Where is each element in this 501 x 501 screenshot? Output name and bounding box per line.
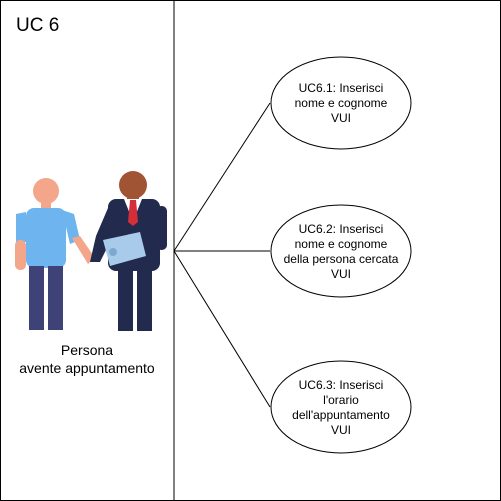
uc2-line-1: UC6.2: Inserisci	[298, 222, 384, 236]
actor-label-line-2: avente appuntamento	[19, 360, 155, 376]
casual-person-left-arm	[15, 240, 26, 270]
use-case-ellipse-uc3[interactable]	[270, 360, 412, 454]
business-person-right-leg	[137, 269, 152, 331]
association-line-uc1	[173, 102, 271, 252]
use-case-label-uc3: UC6.3: Inserisci l'orario dell'appuntame…	[271, 378, 411, 438]
diagram-title: UC 6	[16, 15, 60, 36]
uc2-line-3: della persona cercata	[283, 252, 399, 266]
business-person-tie	[128, 200, 138, 226]
uc1-line-2: nome e cognome	[294, 96, 388, 110]
use-case-label-uc2: UC6.2: Inserisci nome e cognome della pe…	[271, 222, 411, 282]
casual-person-neck	[41, 201, 51, 211]
uc3-line-4: VUI	[330, 423, 351, 437]
uc2-line-2: nome e cognome	[294, 237, 388, 251]
association-line-uc3	[173, 250, 271, 408]
casual-person-right-sleeve	[62, 210, 80, 244]
laptop-logo	[109, 248, 117, 256]
use-case-ellipse-uc1[interactable]	[270, 56, 412, 150]
casual-person-head	[33, 178, 59, 204]
uc3-line-2: l'orario	[323, 393, 359, 407]
uc2-line-4: VUI	[330, 267, 351, 281]
uc1-line-1: UC6.1: Inserisci	[298, 81, 384, 95]
people-handshake-icon	[15, 171, 167, 331]
use-case-ellipse-uc2[interactable]	[270, 204, 412, 298]
casual-person-left-leg	[29, 266, 44, 330]
business-person-left-leg	[118, 269, 133, 331]
laptop-icon	[103, 232, 146, 266]
casual-person-right-leg	[48, 266, 63, 330]
use-case-label-uc1: UC6.1: Inserisci nome e cognome VUI	[271, 81, 411, 126]
actor-label-line-1: Persona	[60, 342, 114, 358]
casual-person-left-sleeve	[16, 212, 26, 242]
business-person-head	[119, 171, 147, 199]
uc3-line-1: UC6.3: Inserisci	[298, 378, 384, 392]
casual-person-right-arm	[72, 236, 95, 264]
uc3-line-3: dell'appuntamento	[292, 408, 390, 422]
casual-person-icon	[15, 178, 95, 330]
casual-person-torso	[26, 208, 66, 268]
business-person-right-arm	[156, 206, 167, 250]
business-person-icon	[90, 171, 167, 331]
uc1-line-3: VUI	[330, 111, 351, 125]
actor-label: Persona avente appuntamento	[0, 341, 174, 377]
